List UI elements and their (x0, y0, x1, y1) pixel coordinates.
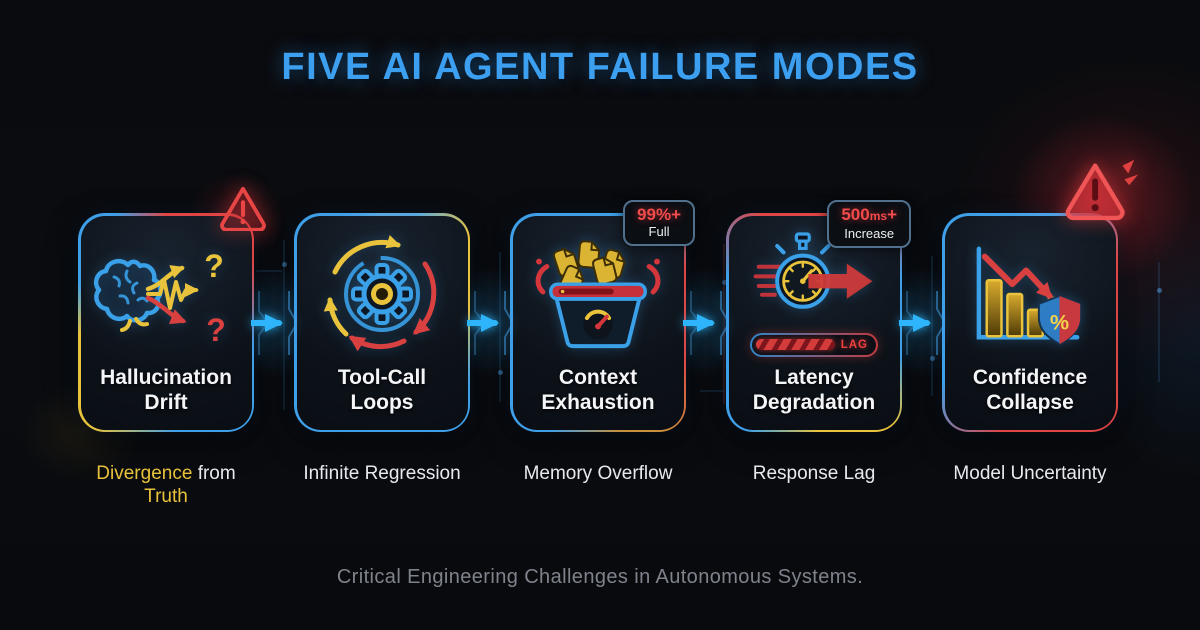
page-title: FIVE AI AGENT FAILURE MODES (281, 46, 919, 88)
card-body: Context Exhaustion (512, 215, 684, 430)
card-subtitle: Model Uncertainty (953, 463, 1107, 484)
card-body: Tool-Call Loops (296, 215, 468, 430)
card-body: % Confidence Collapse (944, 215, 1116, 430)
circuit-dot (282, 262, 287, 267)
lag-progress-fill (756, 339, 835, 350)
column-hallucination-drift: ? ? Hallucination Drift Divergence f (78, 186, 266, 508)
card-body: LAG Latency Degradation (728, 215, 900, 430)
card-subtitle: Memory Overflow (523, 463, 673, 484)
latency-badge: 500ms+ Increase (827, 200, 911, 248)
lag-progress-bar: LAG (750, 332, 878, 357)
cards-row: ? ? Hallucination Drift Divergence f (78, 159, 1139, 508)
overflow-bucket-icon (513, 216, 684, 365)
capacity-badge: 99%+ Full (623, 200, 695, 246)
brain-divergence-icon: ? ? (81, 216, 252, 365)
card-title: Context Exhaustion (541, 365, 655, 414)
card-subtitle: Response Lag (752, 463, 876, 484)
circuit-trace (256, 270, 282, 272)
circuit-trace (723, 244, 725, 404)
flow-arrow-icon (680, 273, 731, 373)
card-subtitle: Divergence from Truth (96, 463, 236, 507)
percent-symbol: % (1050, 309, 1069, 334)
footer-caption: Critical Engineering Challenges in Auton… (336, 566, 864, 588)
card-tool-call-loops: Tool-Call Loops (294, 213, 470, 432)
card-title: Confidence Collapse (972, 365, 1088, 414)
card-title: Latency Degradation (752, 365, 876, 414)
circuit-trace (1158, 262, 1160, 382)
card-title: Hallucination Drift (100, 365, 232, 414)
circuit-dot (498, 370, 503, 375)
question-mark-yellow: ? (204, 248, 224, 284)
flow-arrow-icon (464, 273, 515, 373)
column-context-exhaustion: Context Exhaustion 99%+ Full Memory Over… (510, 200, 695, 508)
card-latency-degradation: LAG Latency Degradation 500ms+ Increase (726, 200, 911, 432)
circuit-dot (930, 356, 935, 361)
warning-triangle-cracked-icon (1062, 157, 1140, 227)
column-tool-call-loops: Tool-Call Loops Infinite Regression (294, 213, 470, 508)
warning-triangle-icon (219, 186, 267, 232)
card-context-exhaustion: Context Exhaustion 99%+ Full (510, 200, 695, 432)
declining-chart-icon: % (945, 216, 1116, 365)
card-subtitle: Infinite Regression (303, 463, 461, 484)
lag-label: LAG (840, 338, 868, 351)
card-hallucination-drift: ? ? Hallucination Drift (78, 186, 266, 432)
stopwatch-lag-icon (729, 216, 900, 331)
circuit-trace (283, 240, 285, 410)
column-latency-degradation: LAG Latency Degradation 500ms+ Increase … (726, 200, 911, 508)
column-confidence-collapse: % Confidence Collapse (942, 159, 1139, 508)
circuit-trace (931, 256, 933, 396)
circuit-dot (1157, 288, 1162, 293)
card-body: ? ? Hallucination Drift (80, 215, 252, 430)
circuit-dot (722, 280, 727, 285)
gear-loop-icon (297, 216, 468, 365)
flow-arrow-icon (896, 273, 947, 373)
circuit-trace (499, 252, 501, 402)
card-title: Tool-Call Loops (337, 365, 427, 414)
circuit-trace (700, 390, 724, 392)
question-mark-red: ? (206, 312, 226, 348)
card-confidence-collapse: % Confidence Collapse (942, 159, 1139, 432)
flow-arrow-icon (248, 273, 299, 373)
